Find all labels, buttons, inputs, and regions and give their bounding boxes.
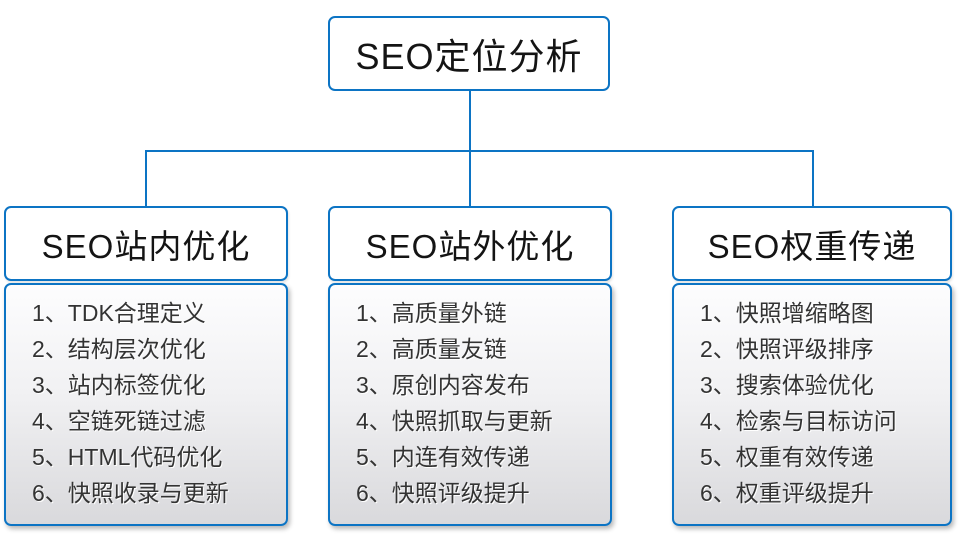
connector-drop-center: [469, 150, 471, 207]
branch-weight-list: 1、快照增缩略图 2、快照评级排序 3、搜索体验优化 4、检索与目标访问 5、权…: [672, 283, 952, 526]
connector-horizontal-bar: [145, 150, 814, 152]
branch-onsite-header: SEO站内优化: [4, 206, 288, 281]
list-item: 4、快照抓取与更新: [356, 408, 553, 434]
branch-offsite: SEO站外优化 1、高质量外链 2、高质量友链 3、原创内容发布 4、快照抓取与…: [328, 206, 612, 528]
branch-weight-header: SEO权重传递: [672, 206, 952, 281]
branch-onsite: SEO站内优化 1、TDK合理定义 2、结构层次优化 3、站内标签优化 4、空链…: [4, 206, 288, 528]
list-item: 6、快照评级提升: [356, 480, 530, 506]
list-item: 4、检索与目标访问: [700, 408, 897, 434]
list-item: 6、快照收录与更新: [32, 480, 229, 506]
branch-onsite-title: SEO站内优化: [41, 227, 251, 265]
list-item: 6、权重评级提升: [700, 480, 874, 506]
branch-weight-title: SEO权重传递: [707, 227, 917, 265]
branch-onsite-list: 1、TDK合理定义 2、结构层次优化 3、站内标签优化 4、空链死链过滤 5、H…: [4, 283, 288, 526]
root-node-label: SEO定位分析: [355, 35, 583, 77]
list-item: 2、结构层次优化: [32, 336, 206, 362]
list-item: 3、原创内容发布: [356, 372, 530, 398]
list-item: 1、快照增缩略图: [700, 300, 874, 326]
list-item: 3、站内标签优化: [32, 372, 206, 398]
connector-root-stem: [469, 91, 471, 151]
branch-offsite-list: 1、高质量外链 2、高质量友链 3、原创内容发布 4、快照抓取与更新 5、内连有…: [328, 283, 612, 526]
root-node: SEO定位分析: [328, 16, 610, 91]
list-item: 2、快照评级排序: [700, 336, 874, 362]
list-item: 1、TDK合理定义: [32, 300, 206, 326]
branch-offsite-header: SEO站外优化: [328, 206, 612, 281]
connector-drop-right: [812, 150, 814, 207]
list-item: 1、高质量外链: [356, 300, 507, 326]
branch-weight: SEO权重传递 1、快照增缩略图 2、快照评级排序 3、搜索体验优化 4、检索与…: [672, 206, 952, 528]
list-item: 5、权重有效传递: [700, 444, 874, 470]
list-item: 2、高质量友链: [356, 336, 507, 362]
list-item: 5、内连有效传递: [356, 444, 530, 470]
branch-offsite-title: SEO站外优化: [365, 227, 575, 265]
list-item: 4、空链死链过滤: [32, 408, 206, 434]
list-item: 5、HTML代码优化: [32, 444, 223, 470]
connector-drop-left: [145, 150, 147, 207]
list-item: 3、搜索体验优化: [700, 372, 874, 398]
